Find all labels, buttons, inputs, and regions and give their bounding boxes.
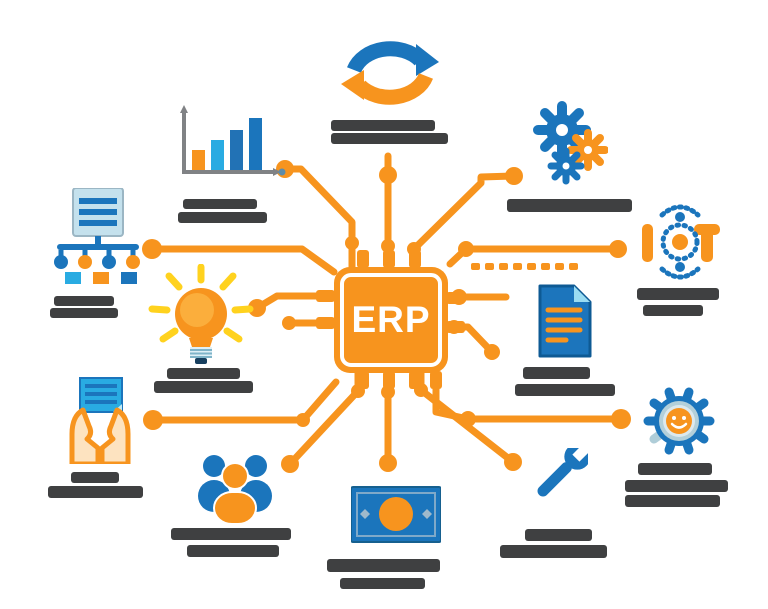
wrench-icon — [537, 448, 588, 497]
redacted-label-line — [71, 472, 119, 483]
redacted-label-line — [54, 296, 114, 306]
node-hands-docs — [56, 376, 144, 464]
redacted-label-line — [331, 133, 448, 144]
hands-holding-documents-icon — [69, 377, 131, 464]
redacted-label-line — [638, 463, 712, 475]
redacted-label-line — [327, 559, 440, 572]
bar-chart-icon — [180, 105, 286, 176]
erp-chip: ERP — [334, 267, 448, 373]
banknote-icon — [351, 486, 441, 543]
redacted-label-line — [500, 545, 607, 558]
redacted-label-line — [340, 578, 425, 589]
erp-chip-frame: ERP — [340, 273, 442, 367]
node-people — [194, 450, 276, 524]
people-group-icon — [198, 455, 272, 524]
server-distribution-icon — [54, 188, 140, 284]
redacted-label-line — [331, 120, 435, 131]
node-document — [534, 284, 594, 358]
redacted-label-line — [187, 545, 279, 557]
node-sync — [336, 32, 444, 114]
node-iot — [638, 202, 722, 282]
redacted-label-line — [167, 368, 240, 379]
redacted-label-line — [523, 367, 590, 379]
iot-icon — [642, 204, 720, 280]
node-bar-chart — [170, 104, 288, 182]
redacted-label-line — [625, 495, 720, 507]
node-smiley-gear — [642, 384, 716, 458]
redacted-label-line — [625, 480, 728, 492]
redacted-label-line — [50, 308, 118, 318]
redacted-label-line — [154, 381, 253, 393]
node-gears — [530, 100, 608, 190]
node-server — [45, 188, 151, 284]
sync-arrows-icon — [341, 41, 439, 105]
redacted-label-line — [637, 288, 719, 300]
lightbulb-icon — [148, 264, 254, 364]
gears-icon — [533, 101, 608, 185]
node-idea — [148, 264, 254, 366]
redacted-label-line — [171, 528, 291, 540]
redacted-label-line — [515, 384, 615, 396]
redacted-label-line — [48, 486, 143, 498]
document-icon — [538, 284, 592, 358]
smiley-gear-icon — [643, 387, 715, 455]
redacted-label-line — [525, 529, 592, 541]
redacted-label-line — [178, 212, 267, 223]
redacted-label-line — [507, 199, 632, 212]
node-wrench — [522, 448, 588, 514]
redacted-label-line — [643, 305, 703, 316]
node-money — [351, 486, 441, 544]
redacted-label-line — [183, 199, 257, 209]
erp-label: ERP — [351, 299, 431, 340]
